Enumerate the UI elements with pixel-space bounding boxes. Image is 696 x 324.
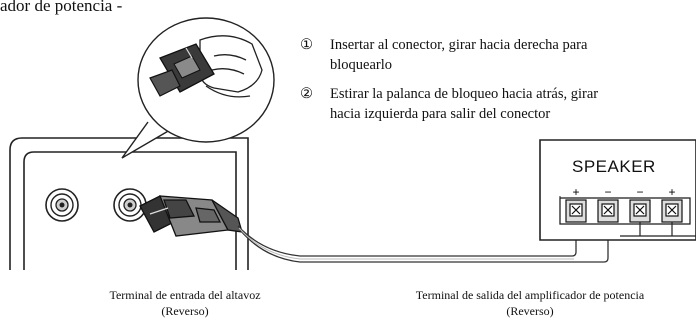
polarity-mark-4: + bbox=[668, 185, 675, 199]
polarity-mark-2: − bbox=[604, 185, 611, 199]
polarity-mark-3: − bbox=[636, 185, 643, 199]
caption-amplifier-output-line1: Terminal de salida del amplificador de p… bbox=[415, 288, 645, 302]
step-1-text: Insertar al conector, girar hacia derech… bbox=[330, 37, 588, 53]
caption-speaker-input-line1: Terminal de entrada del altavoz bbox=[109, 288, 261, 302]
step-2-number: ② bbox=[300, 86, 313, 102]
terminal-1[interactable] bbox=[565, 199, 587, 223]
terminal-3[interactable] bbox=[629, 199, 651, 223]
terminal-4[interactable] bbox=[661, 199, 683, 223]
speaker-panel-label: SPEAKER bbox=[572, 157, 656, 176]
input-socket-1[interactable] bbox=[45, 188, 79, 222]
terminal-2[interactable] bbox=[597, 199, 619, 223]
terminal-leads bbox=[620, 222, 696, 237]
step-1-number: ① bbox=[300, 37, 313, 53]
step-1-text-continued: bloquearlo bbox=[330, 57, 393, 73]
caption-speaker-input-line2: (Reverso) bbox=[161, 304, 209, 318]
caption-amplifier-output: Terminal de salida del amplificador de p… bbox=[370, 287, 690, 319]
connector-closeup bbox=[149, 43, 215, 97]
polarity-mark-1: + bbox=[572, 185, 579, 199]
step-2-text-continued: hacia izquierda para salir del conector bbox=[330, 106, 551, 122]
step-2-text: Estirar la palanca de bloqueo hacia atrá… bbox=[330, 86, 599, 102]
hand-illustration bbox=[199, 35, 263, 98]
terminal-block bbox=[565, 199, 683, 223]
speaker-enclosure bbox=[9, 137, 249, 270]
speaker-cable bbox=[237, 222, 609, 263]
caption-amplifier-output-line2: (Reverso) bbox=[506, 304, 554, 318]
caption-speaker-input: Terminal de entrada del altavoz (Reverso… bbox=[20, 287, 350, 319]
input-socket-2[interactable] bbox=[113, 188, 147, 222]
page-title-fragment: ador de potencia - bbox=[0, 0, 123, 15]
speakon-plug[interactable] bbox=[139, 195, 243, 237]
callout-bubble bbox=[121, 121, 171, 159]
